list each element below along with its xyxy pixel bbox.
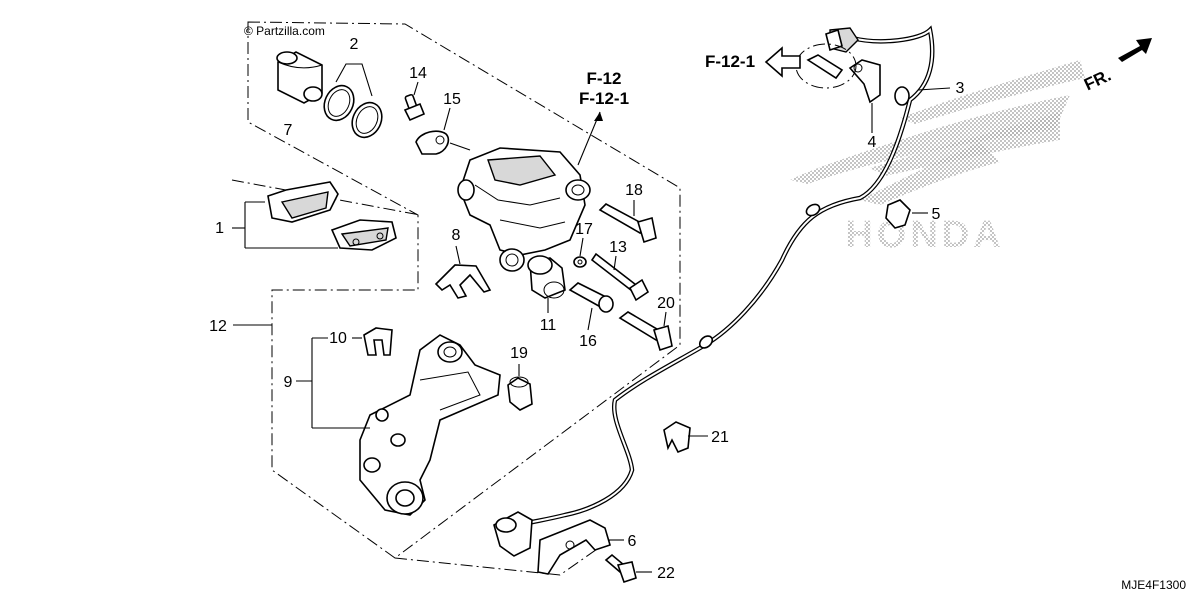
part-label-20[interactable]: 20 [657, 295, 675, 312]
part-label-5[interactable]: 5 [932, 206, 941, 223]
caliper-ref-label-1[interactable]: F-12 [587, 69, 622, 88]
pin-part-13[interactable] [590, 252, 650, 302]
brand-logo-watermark: HONDA [790, 60, 1085, 256]
part-label-12[interactable]: 12 [209, 318, 227, 335]
part-label-19[interactable]: 19 [510, 345, 528, 362]
diagram-code: MJE4F1300 [1121, 578, 1186, 592]
clamp-part-5[interactable] [885, 199, 911, 229]
bleeder-cap-part-15[interactable] [415, 130, 450, 155]
boot-part-11[interactable] [527, 255, 566, 299]
part-label-17[interactable]: 17 [575, 221, 593, 238]
caliper-bracket-part-9[interactable] [359, 334, 501, 516]
caliper-ref-label-2[interactable]: F-12-1 [579, 89, 629, 108]
brand-logo-text: HONDA [845, 214, 1004, 256]
arrow-ref-label[interactable]: F-12-1 [705, 52, 755, 71]
part-label-13[interactable]: 13 [609, 239, 627, 256]
part-label-4[interactable]: 4 [868, 134, 877, 151]
piston-part-7[interactable] [276, 51, 323, 104]
part-label-3[interactable]: 3 [956, 80, 965, 97]
sensor-cable-part-3[interactable] [493, 25, 935, 557]
part-label-11[interactable]: 11 [540, 317, 557, 334]
part-label-9[interactable]: 9 [284, 374, 293, 391]
reference-arrow[interactable] [764, 46, 801, 78]
bolt-part-20[interactable] [618, 311, 673, 352]
part-label-7[interactable]: 7 [284, 122, 293, 139]
part-label-10[interactable]: 10 [329, 330, 347, 347]
bleeder-screw-part-14[interactable] [403, 93, 426, 122]
piston-seal-part-2[interactable] [319, 81, 388, 142]
pad-spring-part-8[interactable] [434, 264, 492, 299]
boot-part-19[interactable] [507, 376, 533, 411]
front-indicator-label: FR. [1081, 66, 1114, 95]
part-label-1[interactable]: 1 [215, 220, 224, 237]
clamp-part-21[interactable] [663, 421, 691, 454]
part-label-18[interactable]: 18 [625, 182, 643, 199]
watermark-text: © Partzilla.com [244, 24, 325, 38]
washer-part-17[interactable] [573, 256, 587, 268]
front-direction-arrow: FR. [1081, 38, 1152, 94]
bolt-part-18[interactable] [598, 203, 657, 244]
caliper-body[interactable] [457, 147, 591, 272]
part-label-14[interactable]: 14 [409, 65, 427, 82]
sleeve-part-16[interactable] [568, 282, 614, 313]
part-label-6[interactable]: 6 [628, 533, 637, 550]
part-label-15[interactable]: 15 [443, 91, 461, 108]
brake-pads-part-1[interactable] [267, 181, 397, 251]
part-label-2[interactable]: 2 [350, 36, 359, 53]
bolt-part-4[interactable] [806, 54, 881, 104]
part-label-16[interactable]: 16 [579, 333, 597, 350]
part-label-22[interactable]: 22 [657, 565, 675, 582]
part-label-21[interactable]: 21 [711, 429, 729, 446]
retainer-clip-part-10[interactable] [363, 327, 393, 356]
sensor-stay-part-6[interactable] [537, 519, 611, 575]
bolt-part-22[interactable] [604, 553, 637, 584]
part-label-8[interactable]: 8 [452, 227, 461, 244]
